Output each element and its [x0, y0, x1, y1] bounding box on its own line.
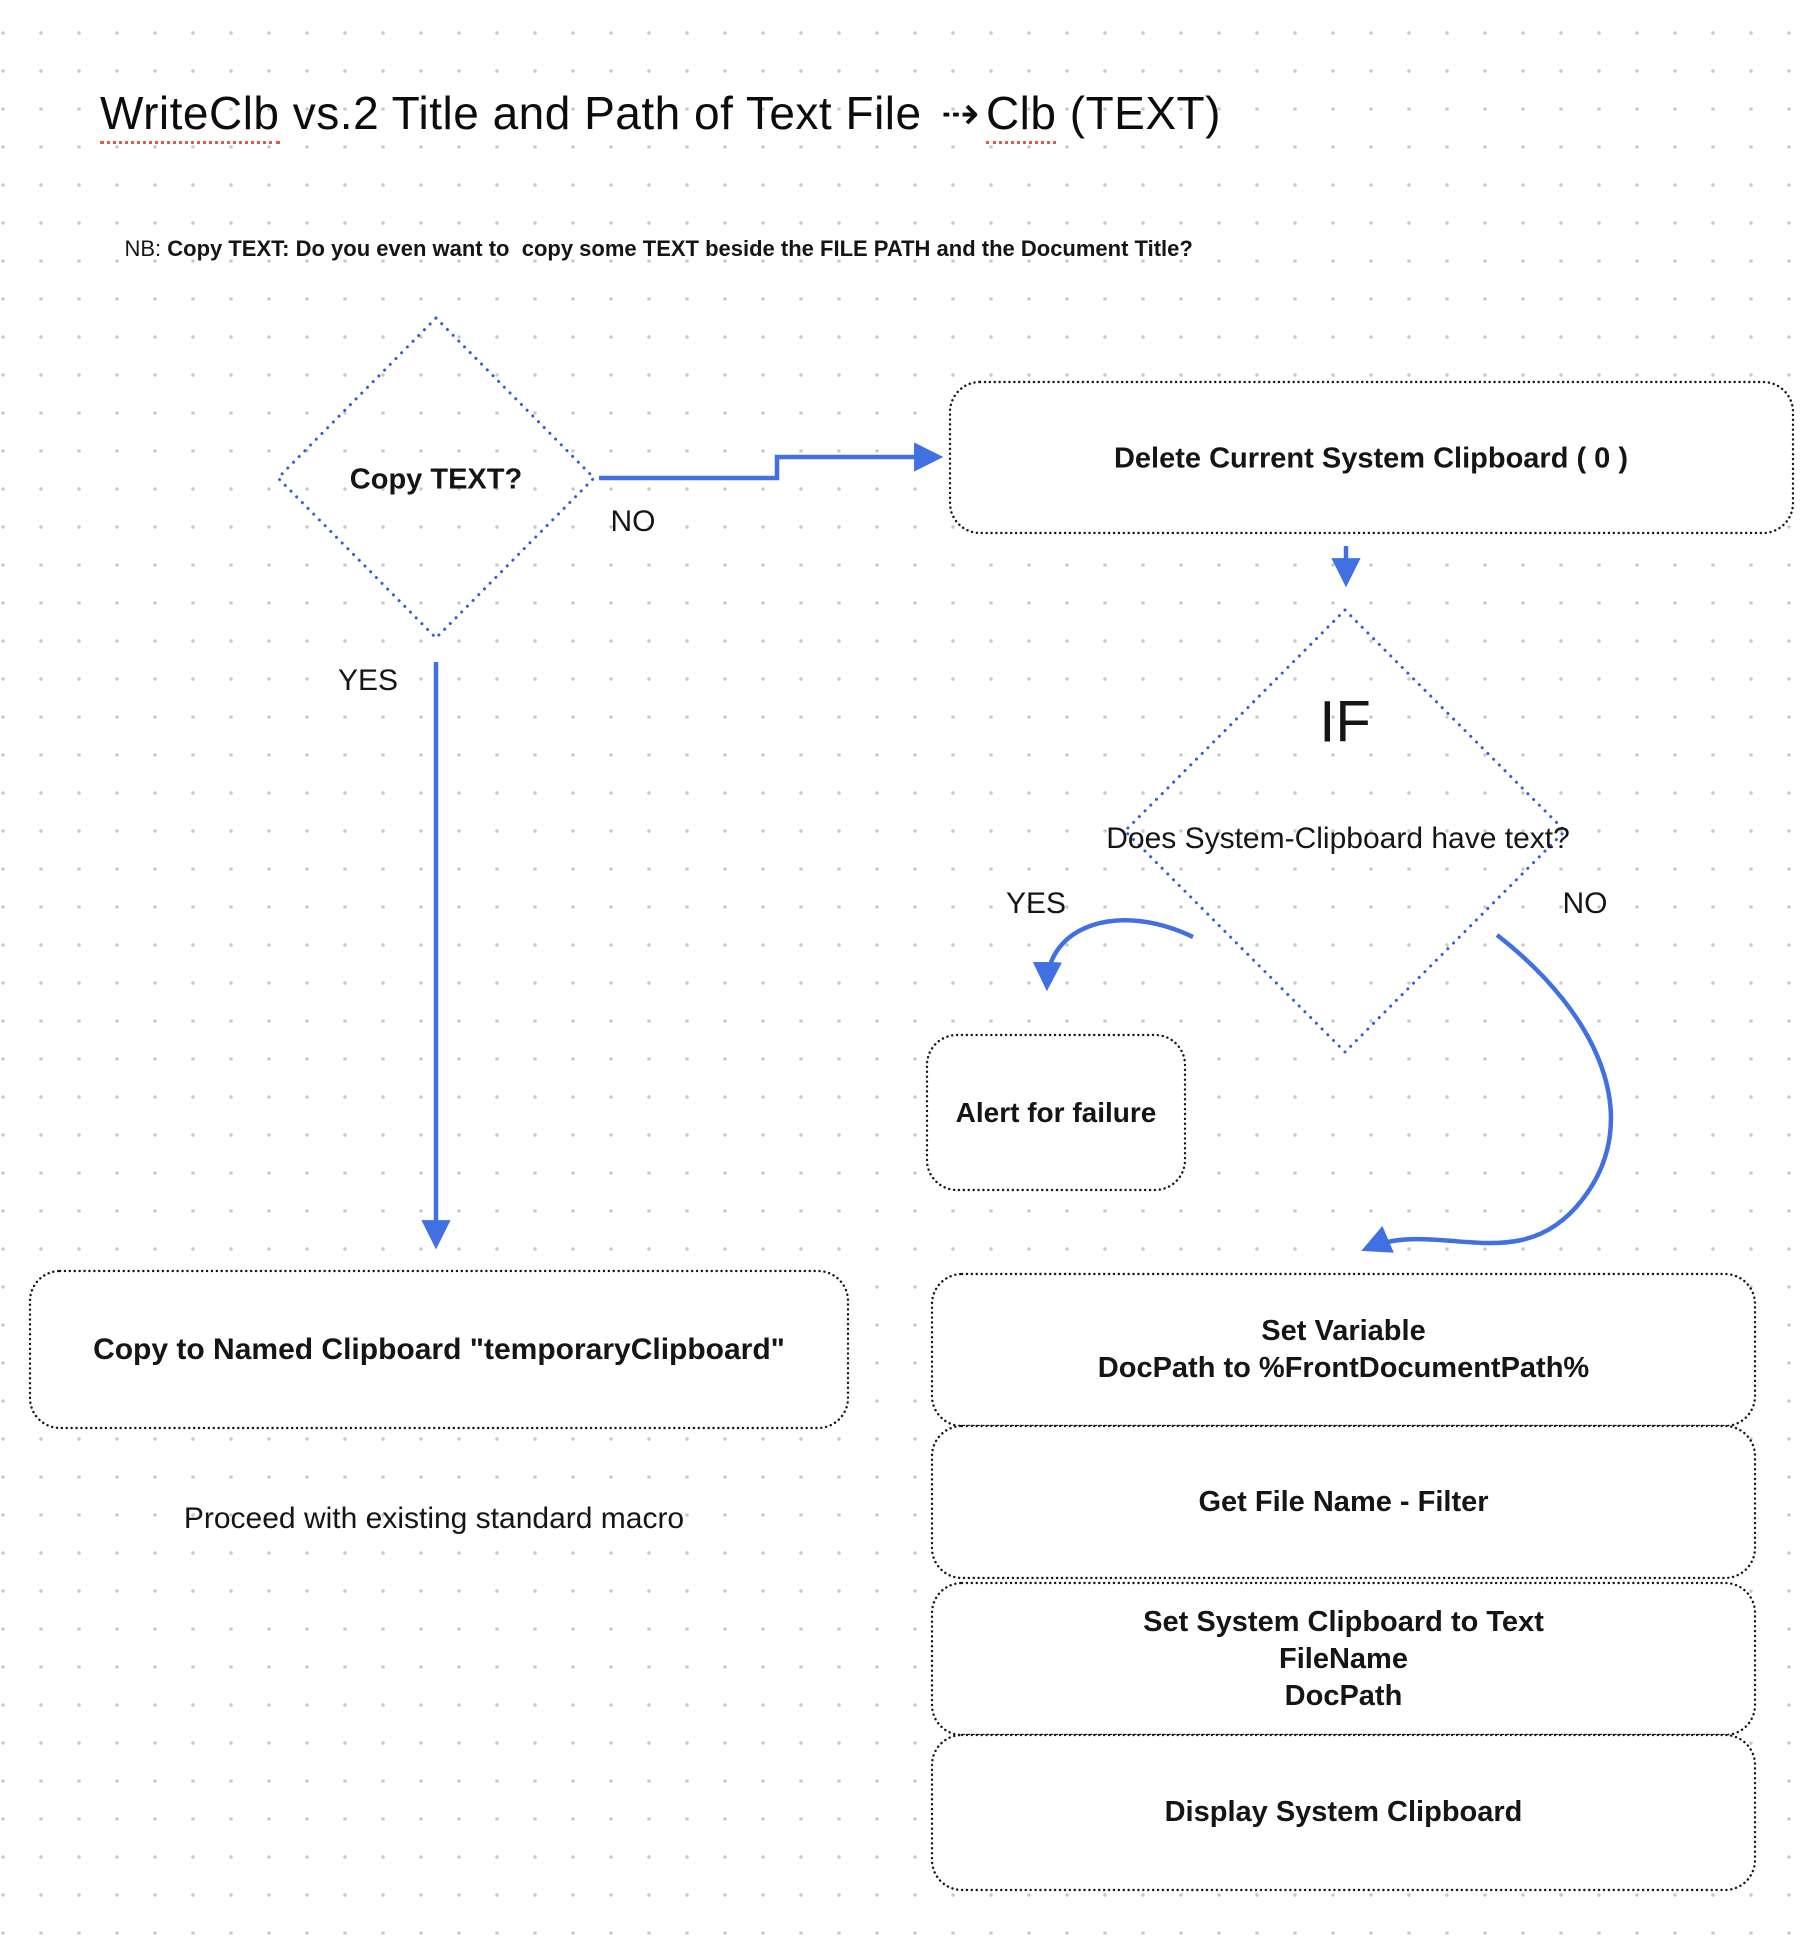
- copy-named-node[interactable]: Copy to Named Clipboard "temporaryClipbo…: [30, 1271, 848, 1428]
- nb-note: NB: Copy TEXT: Do you even want to copy …: [100, 210, 1193, 288]
- alert-failure-node[interactable]: Alert for failure: [927, 1035, 1185, 1190]
- title-word-writeclb: WriteClb: [100, 87, 280, 144]
- title-middle: vs.2 Title and Path of Text File: [279, 87, 935, 139]
- edge-copy-no-connector[interactable]: [599, 442, 944, 481]
- set-variable-line1: Set Variable: [1261, 1315, 1426, 1347]
- copy-named-node-border[interactable]: [28, 1269, 850, 1430]
- if-decision-diamond[interactable]: [1122, 607, 1568, 1055]
- get-filename-label: Get File Name - Filter: [1198, 1485, 1489, 1518]
- get-filename-node[interactable]: Get File Name - Filter: [932, 1426, 1755, 1578]
- set-clipboard-line3: DocPath: [1284, 1679, 1403, 1712]
- edge-label-if-no: NO: [1562, 887, 1608, 920]
- alert-failure-label: Alert for failure: [955, 1096, 1157, 1128]
- dashed-right-arrow-icon: ⇢: [940, 87, 980, 139]
- get-filename-node-border[interactable]: [930, 1424, 1757, 1580]
- display-clipboard-node[interactable]: Display System Clipboard: [932, 1735, 1755, 1890]
- edge-label-copy-no: NO: [610, 505, 656, 538]
- delete-clipboard-node-label[interactable]: Delete Current System Clipboard ( 0 ): [1113, 442, 1629, 475]
- set-variable-node-border[interactable]: [930, 1272, 1757, 1428]
- alert-failure-node-border[interactable]: [925, 1033, 1187, 1192]
- copy-named-label: Copy to Named Clipboard "temporaryClipbo…: [93, 1332, 785, 1366]
- set-variable-line2: DocPath to %FrontDocumentPath%: [1097, 1352, 1590, 1384]
- nb-text: Copy TEXT: Do you even want to copy some…: [167, 236, 1193, 261]
- display-clipboard-node-border[interactable]: [930, 1733, 1757, 1892]
- edge-if-yes-connector[interactable]: [1032, 918, 1194, 992]
- copy-text-decision-label[interactable]: Copy TEXT?: [349, 463, 523, 496]
- set-clipboard-node[interactable]: Set System Clipboard to Text FileName Do…: [932, 1583, 1755, 1735]
- edge-if-no-connector[interactable]: [1361, 933, 1614, 1253]
- delete-clipboard-node-border[interactable]: [948, 380, 1795, 535]
- edge-label-if-yes: YES: [1005, 887, 1067, 920]
- set-clipboard-line2: FileName: [1279, 1642, 1408, 1675]
- if-decision-question[interactable]: Does System-Clipboard have text?: [1106, 822, 1570, 855]
- page-title: WriteClb vs.2 Title and Path of Text Fil…: [100, 86, 1221, 144]
- set-clipboard-line1: Set System Clipboard to Text: [1143, 1605, 1544, 1638]
- proceed-note: Proceed with existing standard macro: [183, 1502, 685, 1535]
- set-variable-node[interactable]: Set Variable DocPath to %FrontDocumentPa…: [932, 1274, 1755, 1426]
- nb-prefix: NB:: [124, 236, 168, 261]
- title-word-clb: Clb: [985, 87, 1057, 144]
- edge-label-copy-yes: YES: [337, 664, 399, 697]
- set-clipboard-node-border[interactable]: [930, 1581, 1757, 1737]
- title-suffix: (TEXT): [1056, 87, 1221, 139]
- if-decision-title[interactable]: IF: [1319, 689, 1371, 755]
- display-clipboard-label: Display System Clipboard: [1164, 1796, 1523, 1828]
